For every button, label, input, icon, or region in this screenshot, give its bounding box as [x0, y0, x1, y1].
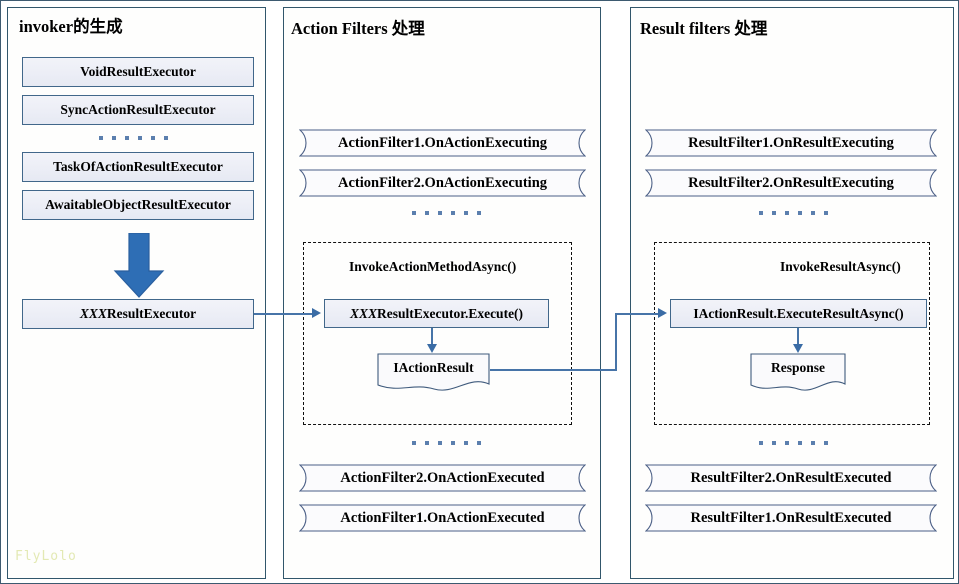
connector-iactionresult-to-executeresult-segment	[615, 313, 660, 315]
connector-iactionresult-up-segment	[615, 313, 617, 371]
arrowhead-executeresult-to-response-icon	[793, 344, 803, 353]
invoke-result-async-title: InvokeResultAsync()	[780, 259, 901, 274]
invoke-result-async-group	[654, 242, 930, 425]
executor-box-sync: SyncActionResultExecutor	[22, 95, 254, 125]
flag-resultfilter1-executing: ResultFilter1.OnResultExecuting	[645, 129, 937, 157]
flag-resultfilter2-executed: ResultFilter2.OnResultExecuted	[645, 464, 937, 492]
iactionresult-executeresultasync-box: IActionResult.ExecuteResultAsync()	[670, 299, 927, 328]
panel-action-filters-title: Action Filters 处理	[291, 19, 425, 38]
panel-result-filters-title: Result filters 处理	[640, 19, 768, 38]
arrowhead-invoker-to-execute-icon	[312, 308, 321, 318]
xxx-result-executor-execute-italic: XXX	[349, 305, 377, 321]
flag-actionfilter1-executed: ActionFilter1.OnActionExecuted	[299, 504, 586, 532]
xxx-result-executor-execute-rest: ResultExecutor.Execute()	[376, 305, 524, 321]
flag-resultfilter1-executed: ResultFilter1.OnResultExecuted	[645, 504, 937, 532]
invoke-action-method-async-group	[303, 242, 572, 425]
result-filters-ellipsis-bottom	[759, 441, 828, 445]
executor-box-taskof: TaskOfActionResultExecutor	[22, 152, 254, 182]
down-block-arrow-icon	[106, 232, 172, 299]
connector-invoker-to-execute	[254, 313, 314, 315]
executor-box-void: VoidResultExecutor	[22, 57, 254, 87]
iactionresult-executeresultasync-label: IActionResult.ExecuteResultAsync()	[693, 305, 904, 321]
flag-actionfilter2-executing: ActionFilter2.OnActionExecuting	[299, 169, 586, 197]
flag-resultfilter2-executing: ResultFilter2.OnResultExecuting	[645, 169, 937, 197]
invoke-action-method-async-title: InvokeActionMethodAsync()	[349, 259, 517, 274]
action-filters-ellipsis-top	[412, 211, 481, 215]
executor-box-void-label: VoidResultExecutor	[80, 64, 196, 79]
arrowhead-execute-to-iactionresult-icon	[427, 344, 437, 353]
arrowhead-iactionresult-to-executeresult-icon	[658, 308, 667, 318]
flag-actionfilter2-executed: ActionFilter2.OnActionExecuted	[299, 464, 586, 492]
result-filters-ellipsis-top	[759, 211, 828, 215]
iactionresult-doc-shape: IActionResult	[377, 353, 490, 393]
executor-ellipsis	[99, 136, 168, 140]
xxx-result-executor-rest: ResultExecutor	[106, 306, 197, 321]
response-doc-shape: Response	[750, 353, 846, 393]
action-filters-ellipsis-bottom	[412, 441, 481, 445]
executor-box-awaitable: AwaitableObjectResultExecutor	[22, 190, 254, 220]
connector-execute-to-iactionresult	[431, 328, 433, 346]
flag-actionfilter1-executing: ActionFilter1.OnActionExecuting	[299, 129, 586, 157]
connector-executeresult-to-response	[797, 328, 799, 346]
connector-iactionresult-right-segment	[490, 369, 616, 371]
executor-box-taskof-label: TaskOfActionResultExecutor	[53, 159, 223, 174]
watermark-flylolo: FlyLolo	[15, 549, 77, 564]
executor-box-awaitable-label: AwaitableObjectResultExecutor	[45, 197, 231, 212]
xxx-result-executor-italic: XXX	[79, 306, 107, 321]
panel-invoker-title: invoker的生成	[19, 17, 123, 36]
executor-box-sync-label: SyncActionResultExecutor	[60, 102, 216, 117]
